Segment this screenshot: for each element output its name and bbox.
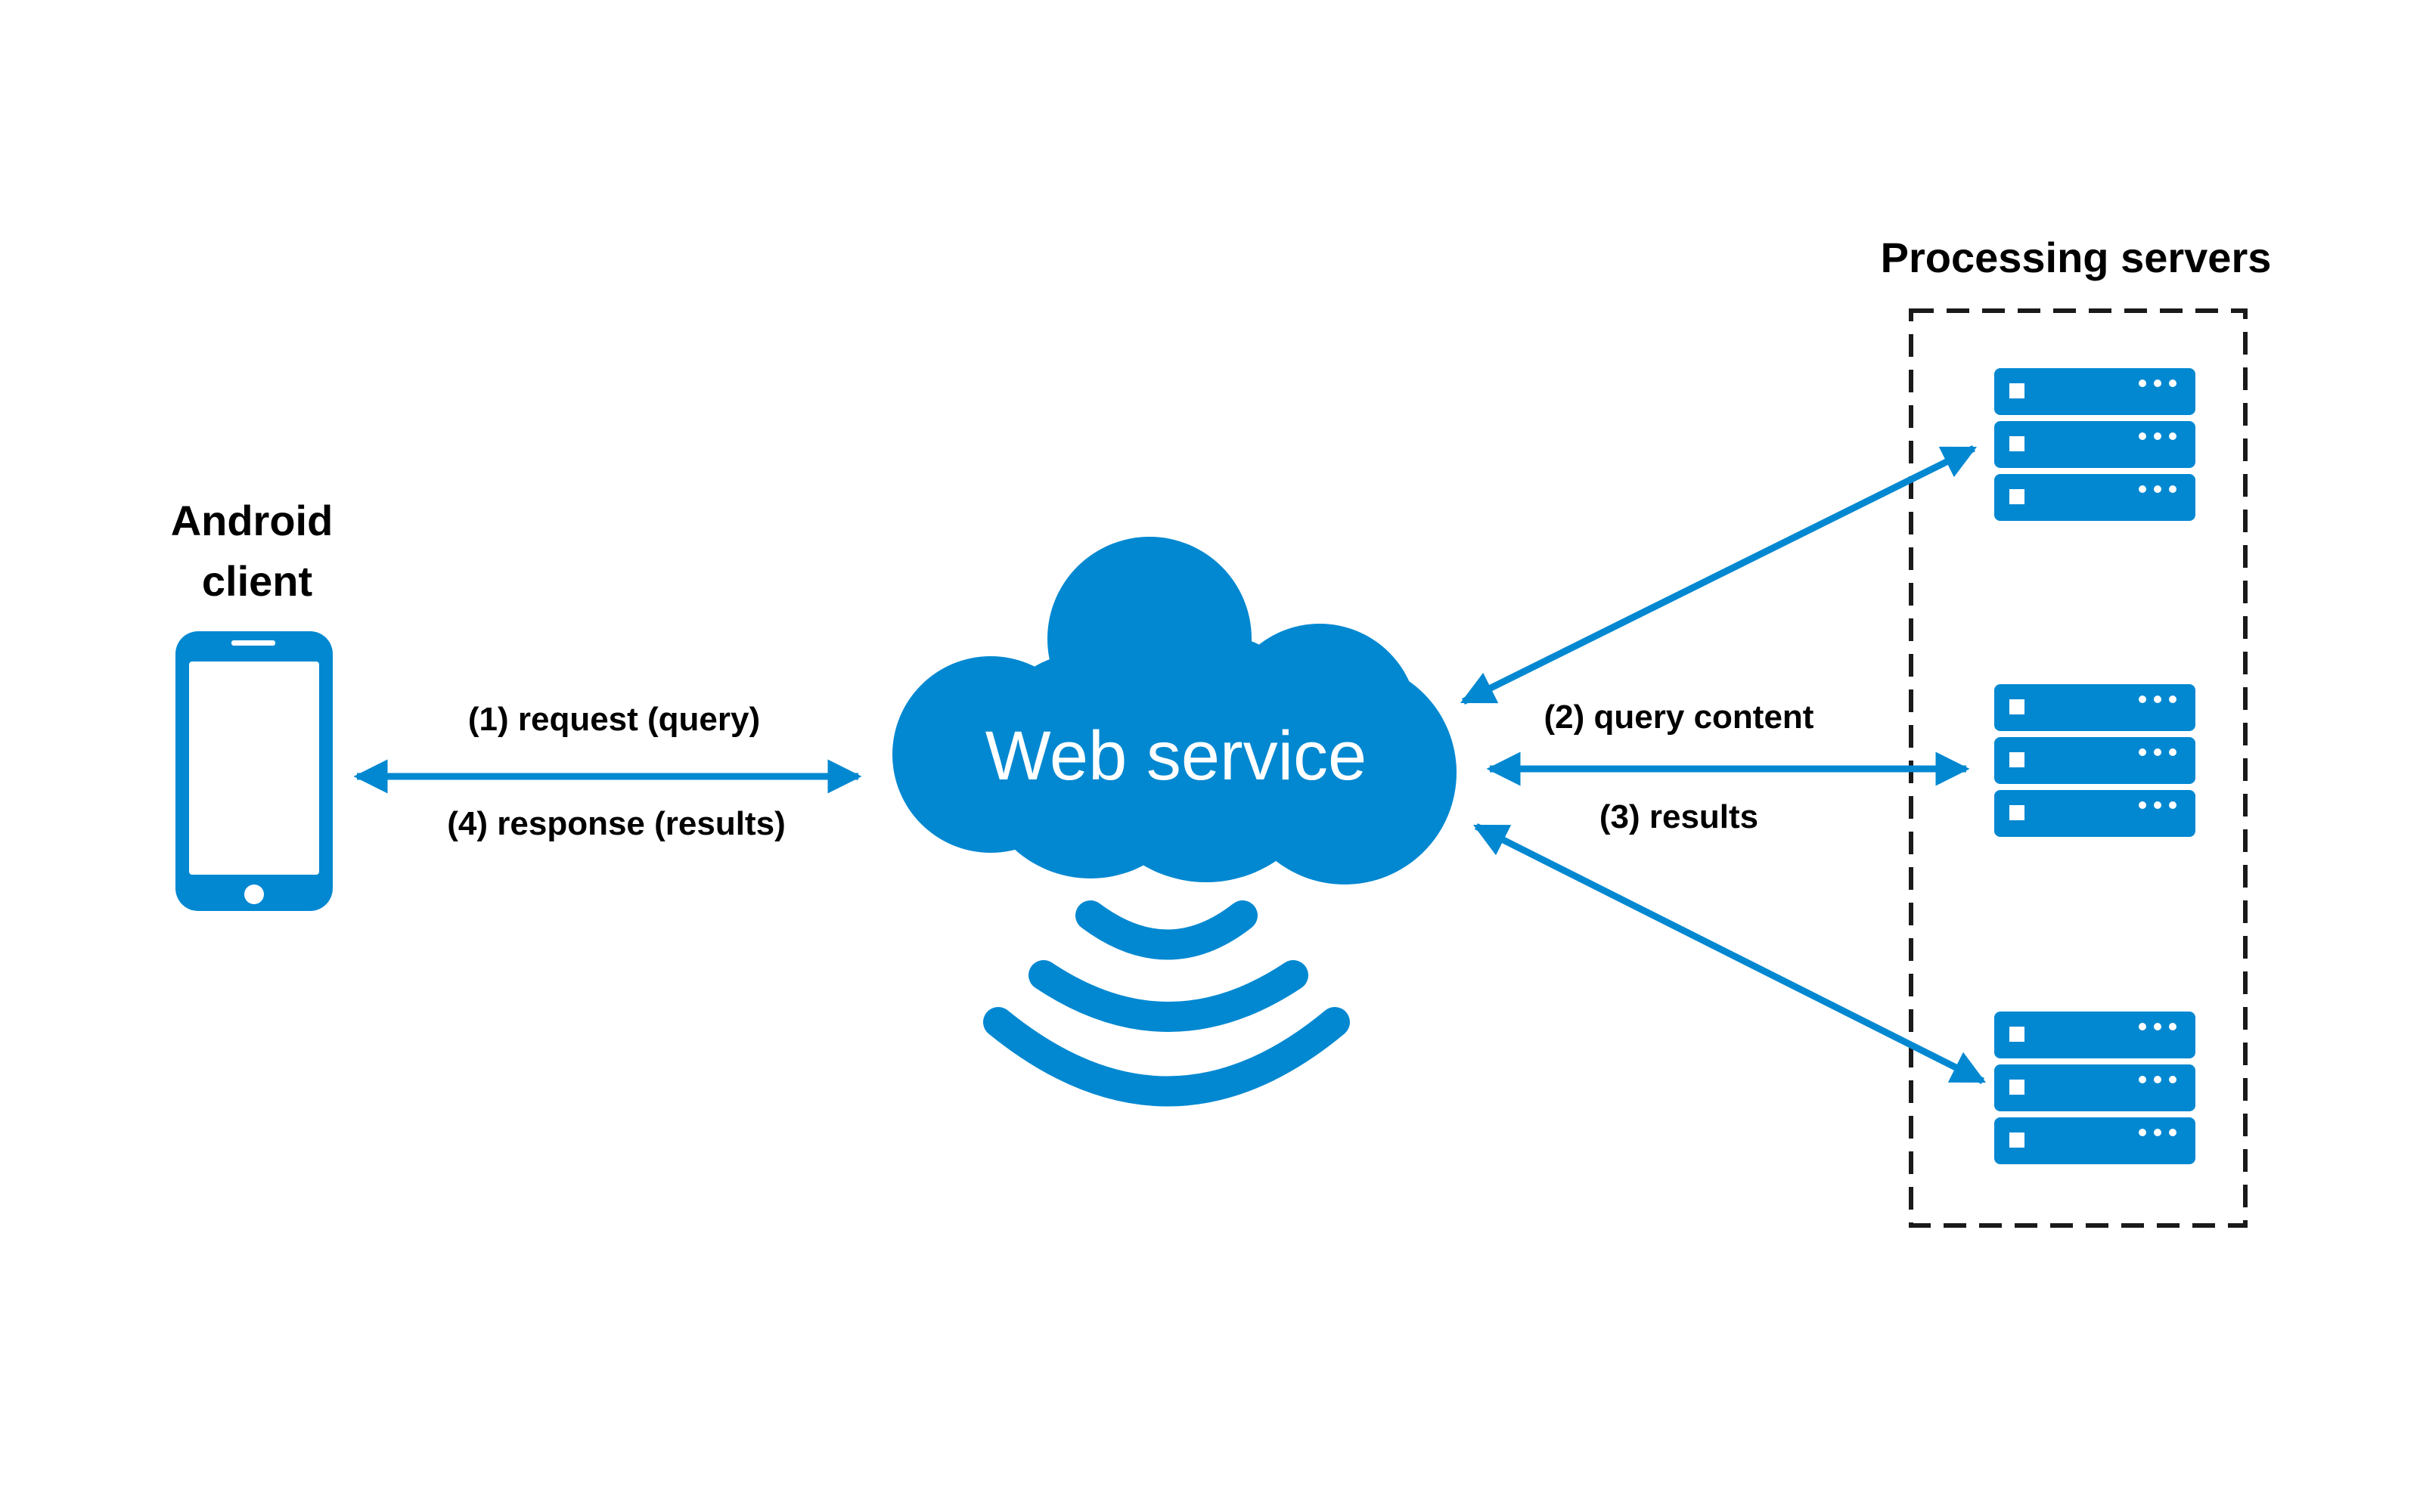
processing-servers-title: Processing servers <box>1881 234 2272 281</box>
response-label: (4) response (results) <box>447 805 785 842</box>
query-content-label: (2) query content <box>1544 699 1814 736</box>
web-service-label: Web service <box>985 717 1367 795</box>
results-label: (3) results <box>1599 798 1758 835</box>
server-rack-icon <box>1994 368 2195 521</box>
wifi-signal-icon <box>983 900 1350 1107</box>
service-server-top-arrow <box>1460 445 1978 705</box>
server-rack-icon <box>1994 684 2195 837</box>
service-server-bottom-arrow <box>1472 823 1987 1085</box>
cloud-icon <box>892 537 1457 885</box>
smartphone-icon <box>175 631 333 911</box>
android-client-label-line1: Android <box>171 497 334 544</box>
server-rack-icon <box>1994 1012 2195 1164</box>
android-client-label-line2: client <box>202 557 312 605</box>
request-label: (1) request (query) <box>468 701 760 738</box>
